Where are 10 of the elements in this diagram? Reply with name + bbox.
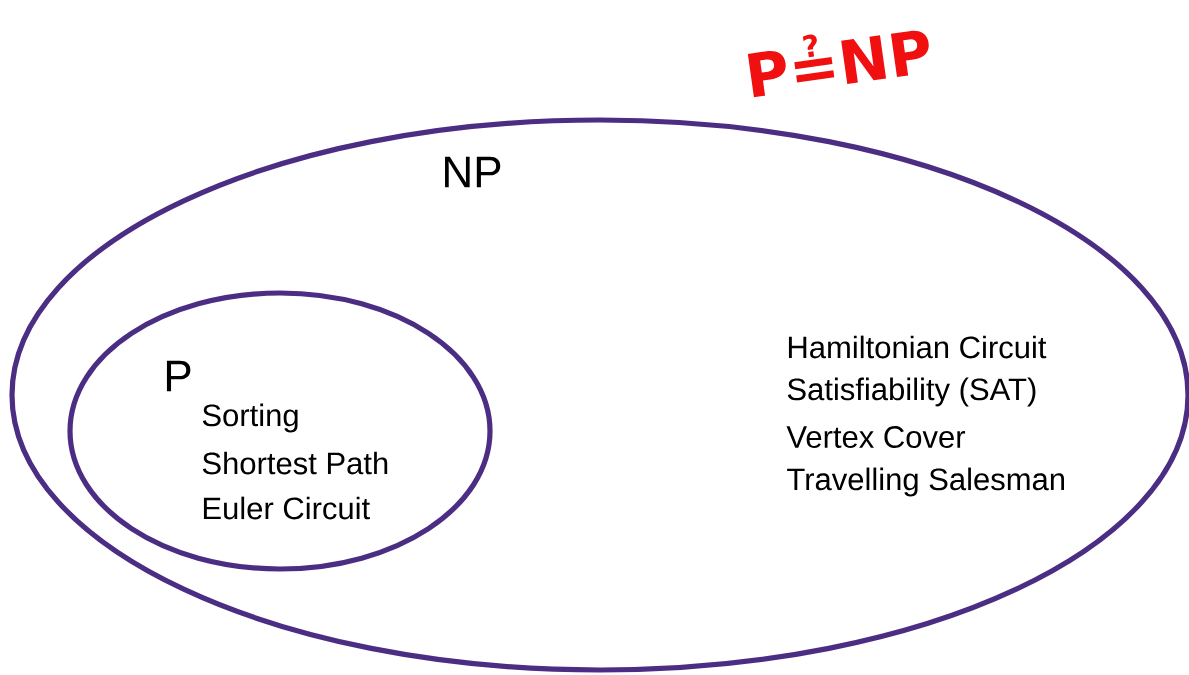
problem-name: Vertex Cover [786, 426, 966, 448]
problem-name: Travelling Salesman [787, 467, 1064, 497]
problem-name: Satisfiability (SAT) [787, 377, 1036, 407]
problem-name: Sorting [202, 403, 298, 433]
problem-name: Hamiltonian Circuit [788, 335, 1047, 359]
set-label: NP [445, 156, 501, 188]
problem-name: Euler Circuit [203, 496, 370, 520]
set-label: P [166, 360, 191, 392]
problem-name: Shortest Path [202, 451, 388, 475]
handwritten-note: P≟NP [747, 30, 929, 98]
